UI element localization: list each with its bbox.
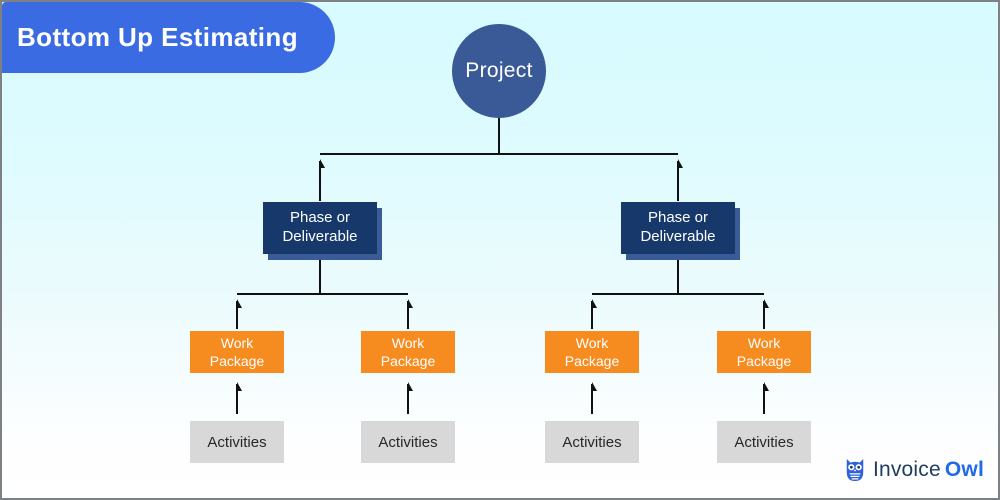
title-banner: Bottom Up Estimating <box>2 2 335 73</box>
node-project: Project <box>452 24 546 118</box>
node-phase-left-line1: Phase or <box>289 209 351 227</box>
node-activities-3-label: Activities <box>562 433 622 451</box>
node-activities-1-label: Activities <box>207 433 267 451</box>
node-phase-right-line2: Deliverable <box>640 228 716 245</box>
node-work-package-2-line1: Work <box>391 334 425 351</box>
page-title: Bottom Up Estimating <box>17 22 298 52</box>
node-work-package-3-line1: Work <box>575 334 609 351</box>
node-work-package-1-line1: Work <box>220 334 254 351</box>
brand-name-second: Owl <box>944 458 984 481</box>
node-work-package-3-line2: Package <box>564 353 620 369</box>
node-phase-left-line2: Deliverable <box>282 228 358 245</box>
node-activities-3: Activities <box>545 421 639 463</box>
node-work-package-1-line2: Package <box>209 353 265 369</box>
node-phase-left: Phase or Deliverable <box>263 202 377 254</box>
node-work-package-4-line1: Work <box>747 334 781 351</box>
node-work-package-4-line2: Package <box>736 353 792 369</box>
brand-name-first: Invoice <box>872 458 941 481</box>
node-phase-right: Phase or Deliverable <box>621 202 735 254</box>
node-activities-2-label: Activities <box>378 433 438 451</box>
node-work-package-1: Work Package <box>190 331 284 373</box>
node-activities-1: Activities <box>190 421 284 463</box>
node-project-label: Project <box>465 59 533 82</box>
node-activities-2: Activities <box>361 421 455 463</box>
node-activities-4-label: Activities <box>734 433 794 451</box>
owl-icon <box>844 458 866 482</box>
node-work-package-3: Work Package <box>545 331 639 373</box>
node-phase-right-line1: Phase or <box>647 209 709 227</box>
node-activities-4: Activities <box>717 421 811 463</box>
node-work-package-2-line2: Package <box>380 353 436 369</box>
node-work-package-2: Work Package <box>361 331 455 373</box>
node-work-package-4: Work Package <box>717 331 811 373</box>
